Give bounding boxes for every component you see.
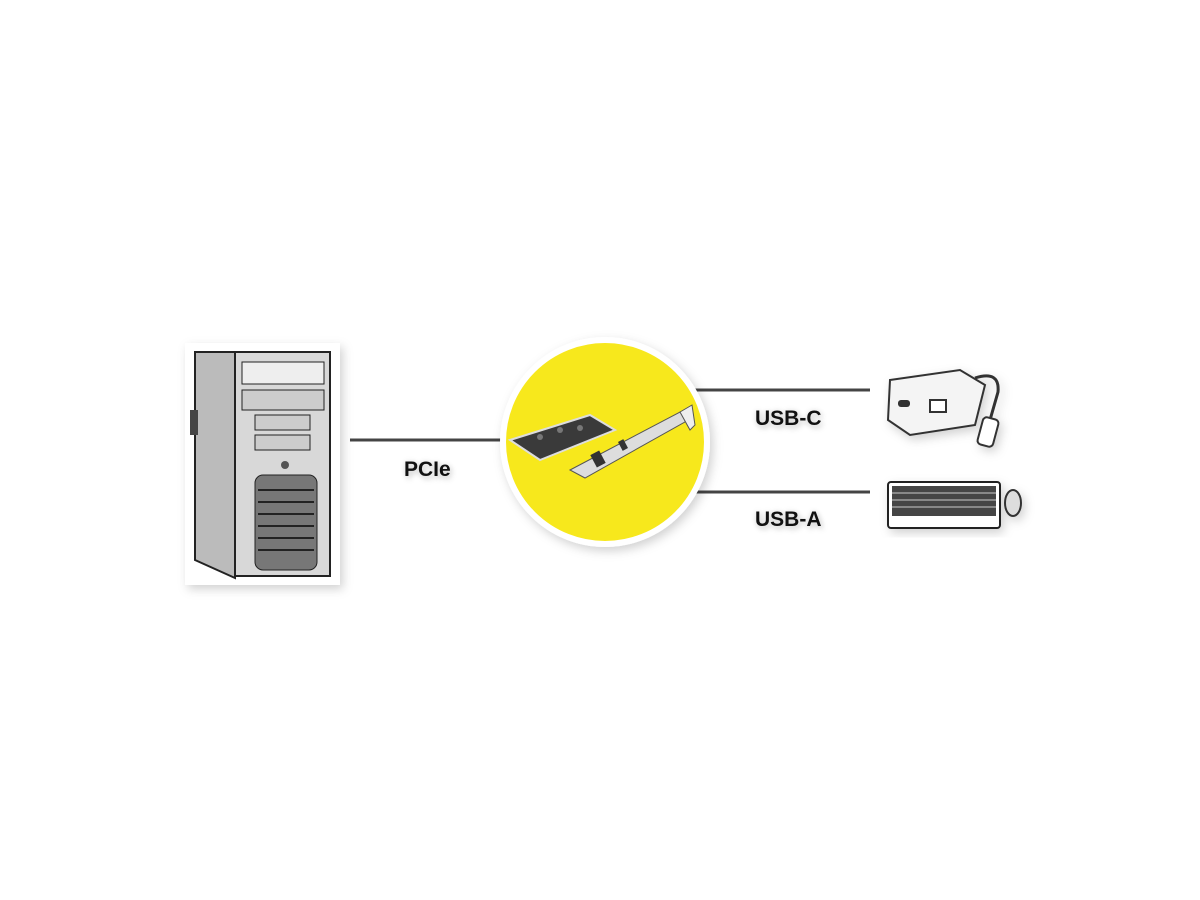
card-highlight-circle [500, 337, 710, 547]
edge-label-usba: USB-A [755, 508, 822, 531]
usb-c-adapter-icon [886, 368, 1000, 448]
pc-tower-icon [185, 343, 340, 585]
keyboard-mouse-icon [887, 481, 1022, 529]
edge-label-usbc: USB-C [755, 407, 822, 430]
pcie-usb-card-icon [507, 404, 696, 479]
edge-label-pcie: PCIe [404, 458, 451, 481]
